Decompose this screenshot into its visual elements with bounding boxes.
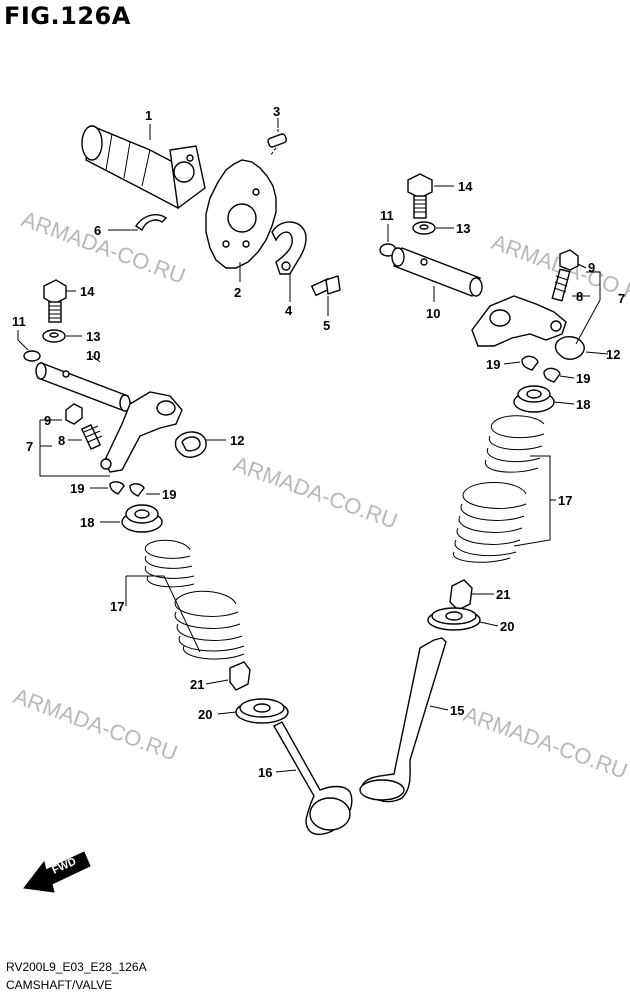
leader-lines (17, 118, 609, 773)
watermark: ARMADA-CO.RU (460, 701, 630, 783)
callout: 8 (58, 433, 65, 448)
callout: 9 (44, 413, 51, 428)
callout: 11 (12, 314, 26, 329)
left-spring-retainer (121, 504, 163, 533)
right-spring-seat (427, 607, 481, 631)
right-adjust-screw (551, 268, 571, 302)
callout: 10 (426, 306, 440, 321)
callout: 7 (618, 291, 625, 306)
right-rocker-shaft (391, 247, 483, 297)
left-inner-spring (144, 539, 195, 588)
cam-sprocket (205, 159, 277, 269)
callout: 1 (145, 108, 152, 123)
figure-code: RV200L9_E03_E28_126A (6, 960, 147, 974)
callout: 8 (576, 289, 583, 304)
watermark: ARMADA-CO.RU (10, 683, 181, 765)
callout: 17 (558, 493, 572, 508)
right-inner-spring (484, 415, 545, 473)
left-washer (42, 329, 66, 343)
right-rocker-pad (554, 336, 585, 360)
callout: 19 (70, 481, 84, 496)
left-rocker-pad (174, 431, 207, 458)
callout: 13 (456, 221, 470, 236)
left-cotters (109, 481, 145, 497)
decompression-plate (271, 221, 307, 275)
right-valve-stem-seal (449, 579, 473, 611)
right-spring-retainer (513, 385, 555, 413)
fwd-arrow: FWD (23, 851, 91, 893)
callout: 5 (323, 318, 330, 333)
right-washer (412, 221, 436, 235)
intake-valve (359, 637, 447, 803)
callout: 4 (285, 303, 293, 318)
callout: 3 (273, 104, 280, 119)
callout: 20 (500, 619, 514, 634)
callout: 18 (80, 515, 94, 530)
right-cotters (521, 355, 561, 383)
figure-name: CAMSHAFT/VALVE (6, 978, 113, 992)
right-outer-spring (453, 481, 527, 563)
callout: 19 (576, 371, 590, 386)
dowel-pin (267, 124, 288, 157)
watermark: ARMADA-CO.RU (230, 451, 401, 533)
callout: 19 (486, 357, 500, 372)
camshaft (81, 125, 206, 210)
callout: 20 (198, 707, 212, 722)
callout: 17 (110, 599, 124, 614)
callout: 18 (576, 397, 590, 412)
callout: 9 (588, 260, 595, 275)
callout: 16 (258, 765, 272, 780)
callout: 19 (162, 487, 176, 502)
callout: 21 (496, 587, 510, 602)
left-rocker-arm (100, 391, 183, 473)
callout: 12 (230, 433, 244, 448)
callout: 2 (234, 285, 241, 300)
right-adjust-nut (559, 249, 579, 271)
callout: 7 (26, 439, 33, 454)
callout: 15 (450, 703, 464, 718)
left-adjust-screw (80, 423, 103, 451)
right-bolt (407, 173, 433, 219)
callout: 14 (458, 179, 473, 194)
left-bolt (43, 279, 67, 323)
left-valve-stem-seal (229, 661, 251, 691)
callout: 13 (86, 329, 100, 344)
left-outer-spring (174, 590, 245, 660)
callout: 21 (190, 677, 204, 692)
callouts: 1 2 3 4 5 6 14 11 13 10 9 8 7 12 19 19 1… (12, 104, 625, 780)
callout: 14 (80, 284, 95, 299)
callout: 12 (606, 347, 620, 362)
left-rocker-shaft (35, 362, 131, 412)
figure-title: FIG.126A (4, 2, 131, 30)
left-adjust-nut (65, 403, 83, 425)
camshaft-clip (135, 214, 168, 232)
callout: 11 (380, 208, 394, 223)
callout: 10 (86, 348, 100, 363)
callout: 6 (94, 223, 101, 238)
left-o-ring (23, 350, 41, 362)
left-spring-seat (235, 698, 289, 724)
right-rocker-arm (471, 295, 567, 347)
plate-bolt (310, 275, 341, 297)
exhaust-valve (273, 721, 353, 836)
